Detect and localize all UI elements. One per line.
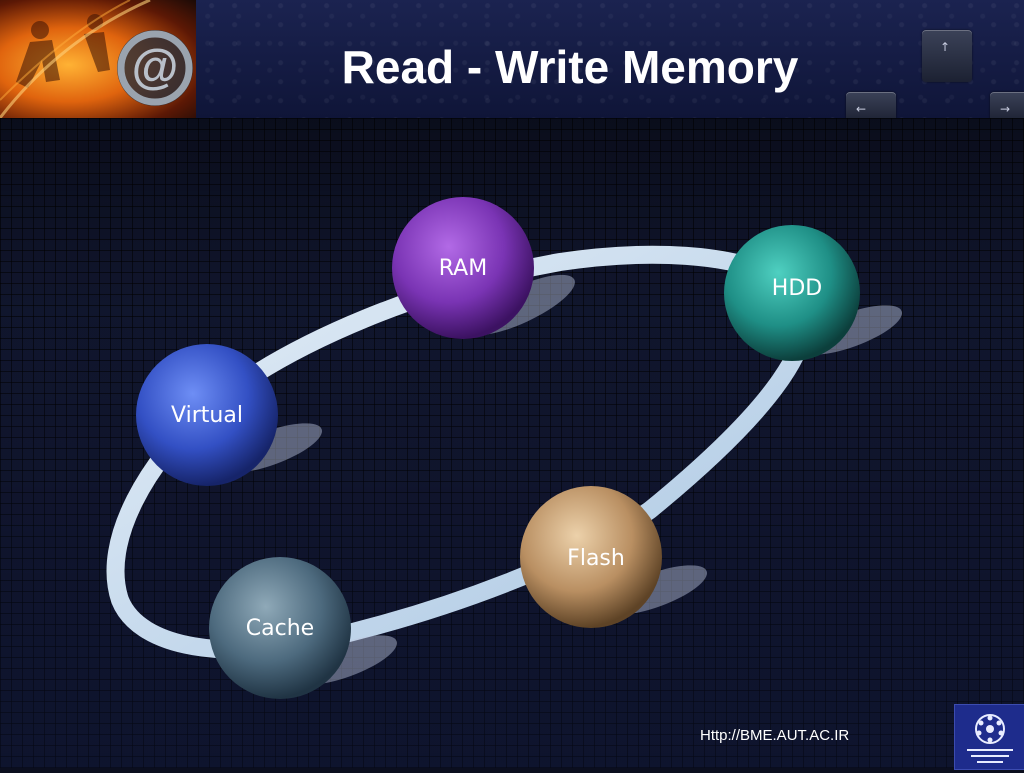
svg-text:@: @ bbox=[132, 41, 179, 94]
arrow-right-key-icon: → bbox=[990, 92, 1024, 122]
header-band: @ Read - Write Memory ↑ ← → bbox=[0, 0, 1024, 122]
footer-url: Http://BME.AUT.AC.IR bbox=[700, 727, 850, 744]
slide-title: Read - Write Memory bbox=[341, 41, 799, 93]
arrow-left-key-icon: ← bbox=[846, 92, 896, 122]
cache-node bbox=[209, 557, 351, 699]
virtual-label: Virtual bbox=[171, 403, 243, 428]
at-sign-icon: @ bbox=[0, 0, 196, 118]
flash-node bbox=[520, 486, 662, 628]
ram-node bbox=[392, 197, 534, 339]
hdd-label: HDD bbox=[771, 276, 823, 301]
grid-background bbox=[0, 118, 1024, 768]
virtual-node bbox=[136, 344, 278, 486]
cache-label: Cache bbox=[245, 616, 315, 641]
flash-label: Flash bbox=[567, 546, 625, 571]
ram-label: RAM bbox=[438, 256, 488, 281]
university-emblem-icon bbox=[954, 704, 1024, 770]
arrow-up-key-icon: ↑ bbox=[922, 30, 972, 82]
hdd-node bbox=[724, 225, 860, 361]
